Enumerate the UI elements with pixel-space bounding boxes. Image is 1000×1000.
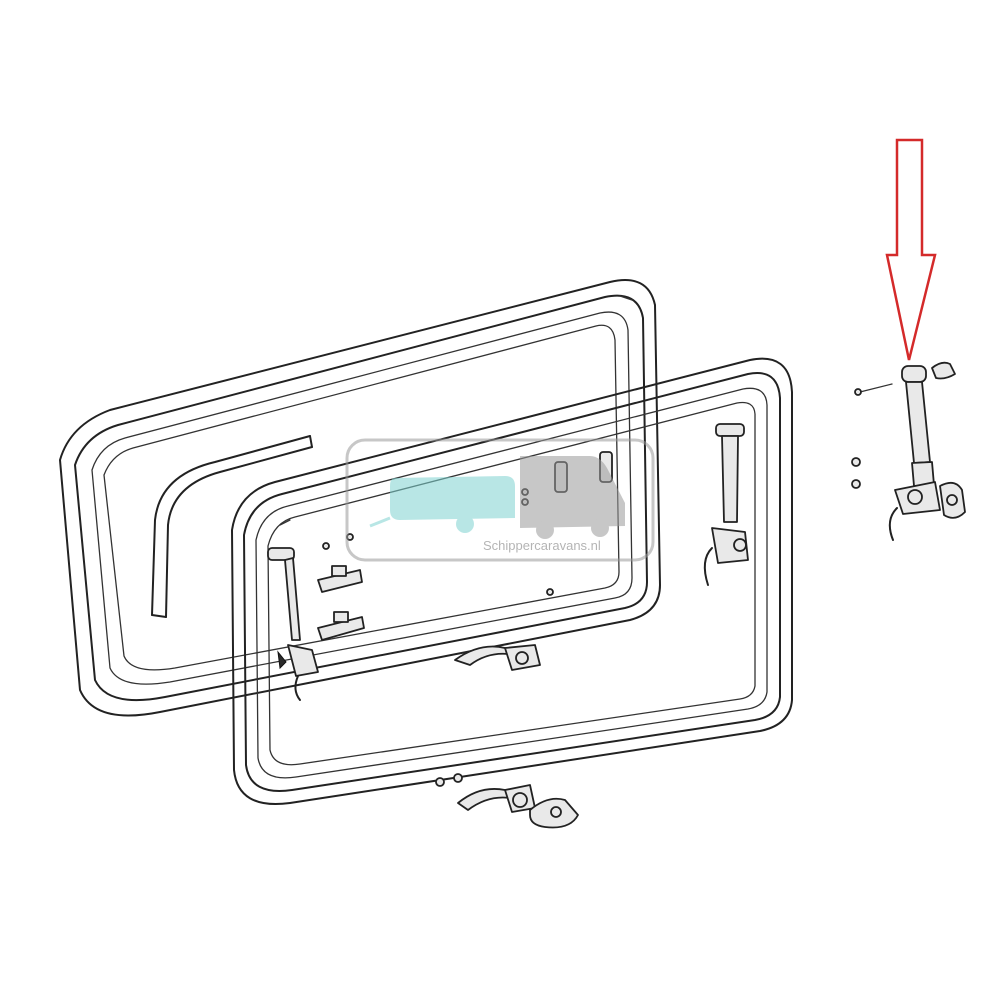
- watermark-logo: Schippercaravans.nl: [345, 438, 655, 562]
- sash-left-strut: [267, 547, 319, 701]
- watermark-text: Schippercaravans.nl: [483, 538, 601, 553]
- sash-center-latch: [454, 644, 541, 671]
- loose-latch-assembly: [435, 773, 579, 829]
- gas-strut-spare-part: [851, 361, 966, 541]
- callout-arrow: [885, 138, 937, 361]
- sash-hinge-brackets: [317, 533, 365, 641]
- outer-window-frame: [59, 279, 661, 717]
- sash-right-strut: [703, 423, 749, 586]
- seal-strip: [151, 435, 313, 618]
- window-sash: [231, 357, 793, 805]
- van-icon: [520, 456, 625, 539]
- caravan-icon: [369, 476, 515, 533]
